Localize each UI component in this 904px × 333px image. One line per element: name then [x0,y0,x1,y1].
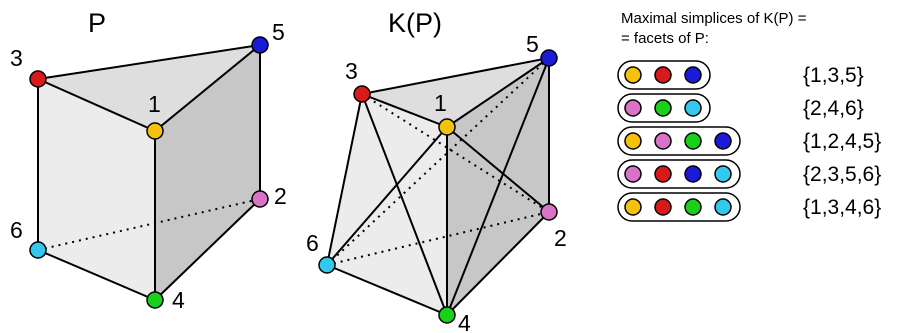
legend-vertex-dot [714,132,732,150]
legend-heading-line1: Maximal simplices of K(P) = [621,10,807,27]
legend-vertex-dot [624,99,642,117]
legend-vertex-dot [684,66,702,84]
legend-pill [617,126,741,156]
complex-label-1: 1 [434,90,447,116]
legend-vertex-dot [684,132,702,150]
complex-edge-1-2 [446,126,550,213]
legend-vertex-dot [684,165,702,183]
prism-vertex-1 [146,122,164,140]
complex-vertex-4 [438,306,456,324]
legend-simplex-label: {1,3,5} [803,64,864,87]
legend-rows: {1,3,5} {2,4,6} {1,2,4,5} {2,3,5,6} {1,3,4,6… [617,60,881,222]
prism-face-right [155,45,260,300]
complex-vertex-6 [318,256,336,274]
legend-vertex-dot [654,132,672,150]
complex-edge-3-4 [361,93,448,316]
complex-edge-5-4 [446,57,550,316]
prism-edge-6-4 [37,249,156,301]
complex-edge-6-4 [326,264,448,316]
complex-vertex-2 [540,203,558,221]
complex-label-5: 5 [526,31,539,57]
complex-hidden-edge-6-5 [326,57,550,266]
complex-vertex-5 [540,49,558,67]
legend-row: {2,3,5,6} [617,159,881,189]
complex-label-6: 6 [306,230,319,256]
prism-face-front [38,79,155,300]
complex-edge-3-5 [361,57,550,95]
legend-vertex-dot [654,198,672,216]
legend-vertex-dot [624,165,642,183]
prism-label-2: 2 [274,183,287,209]
complex-vertex-3 [353,85,371,103]
prism-vertex-5 [251,36,269,54]
complex-edge-2-4 [446,211,550,316]
prism-edge-3-1 [37,78,156,132]
legend-simplex-label: {1,3,4,6} [803,196,881,219]
legend-vertex-dot [654,165,672,183]
legend-heading-line2: = facets of P: [621,30,709,47]
legend-simplex-label: {2,4,6} [803,97,864,120]
legend-vertex-dot [654,66,672,84]
complex-label-4: 4 [458,310,471,333]
legend-row: {1,3,4,6} [617,192,881,222]
complex-edge-1-6 [326,126,448,266]
prism-vertex-6 [29,241,47,259]
prism-vertex-3 [29,70,47,88]
complex-edge-3-1 [361,93,448,128]
prism-vertex-2 [251,190,269,208]
complex-KP: K(P) 3 5 1 2 6 4 [306,8,567,333]
complex-face-left [327,94,447,315]
legend-vertex-dot [624,132,642,150]
legend-vertex-dot [624,66,642,84]
prism-label-5: 5 [272,19,285,45]
prism-title: P [88,8,106,38]
legend-simplex-label: {1,2,4,5} [803,130,881,153]
prism-label-4: 4 [172,287,185,313]
legend-row: {1,2,4,5} [617,126,881,156]
legend-simplex-label: {2,3,5,6} [803,163,881,186]
prism-edge-1-5 [154,44,261,132]
legend-row: {1,3,5} [617,60,864,90]
legend-vertex-dot [654,99,672,117]
complex-edge-1-5 [446,57,550,128]
complex-label-3: 3 [345,58,358,84]
complex-label-2: 2 [554,225,567,251]
prism-P: P 3 5 1 2 6 4 [10,8,287,313]
legend-vertex-dot [624,198,642,216]
legend-pill [617,159,741,189]
prism-vertex-4 [146,291,164,309]
complex-edge-3-6 [326,93,363,266]
legend-vertex-dot [714,198,732,216]
complex-vertex-1 [438,118,456,136]
prism-edge-3-5 [37,44,261,80]
prism-face-top [38,45,260,131]
legend-pill [617,192,741,222]
legend-row: {2,4,6} [617,93,864,123]
complex-hidden-edge-3-2 [361,93,550,213]
prism-label-1: 1 [148,91,161,117]
complex-face-top [362,58,549,127]
complex-title: K(P) [388,8,442,38]
prism-label-3: 3 [10,45,23,71]
prism-edge-4-2 [154,198,261,301]
legend-vertex-dot [684,198,702,216]
prism-hidden-edge-6-2 [37,198,261,251]
complex-hidden-edge-6-2 [326,211,550,266]
legend: Maximal simplices of K(P) = = facets of … [617,10,881,222]
legend-vertex-dot [684,99,702,117]
legend-vertex-dot [714,165,732,183]
prism-label-6: 6 [10,217,23,243]
